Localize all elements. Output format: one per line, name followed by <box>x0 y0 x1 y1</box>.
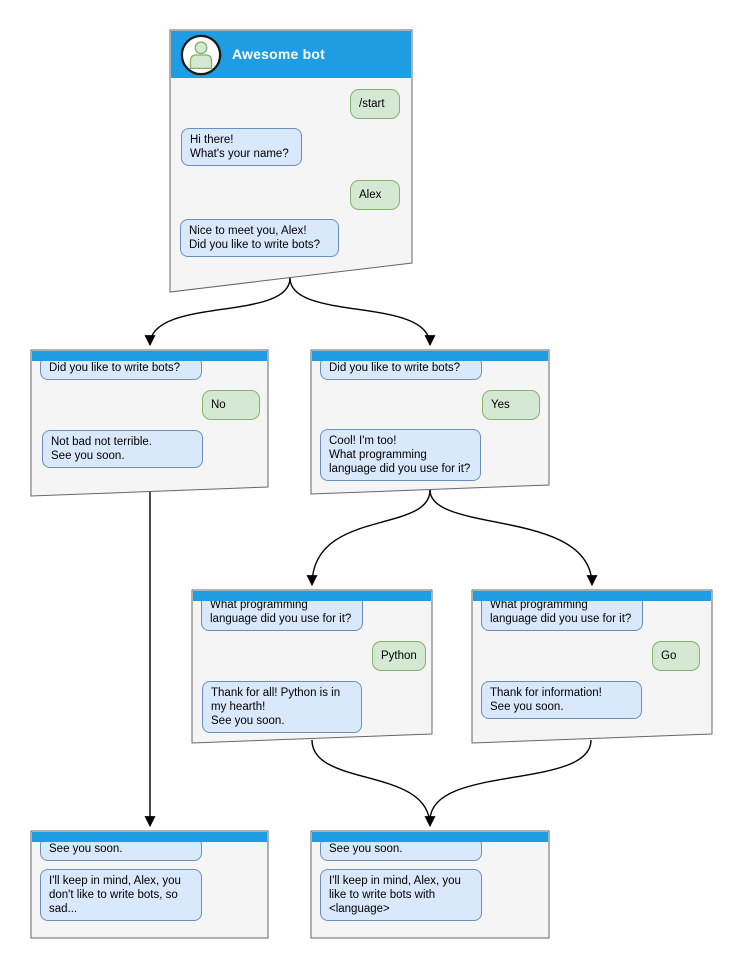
arrow-yes-to-go <box>429 489 598 587</box>
arrow-yes-to-python <box>306 489 431 587</box>
titlebar-end-yes <box>312 832 548 842</box>
bot-message-bubble: Hi there! What's your name? <box>181 128 302 166</box>
titlebar-end-no <box>32 832 267 842</box>
arrow-go-to-end <box>429 739 592 821</box>
bot-message-bubble: Cool! I'm too! What programming language… <box>320 429 481 481</box>
titlebar-branch-no <box>32 351 267 361</box>
user-message-bubble: No <box>202 390 260 420</box>
arrow-root-to-no <box>144 277 291 347</box>
bot-title: Awesome bot <box>232 46 325 62</box>
bot-message-bubble: Thank for information! See you soon. <box>481 681 642 719</box>
bot-message-bubble: Thank for all! Python is in my hearth! S… <box>202 681 362 733</box>
arrow-root-to-yes <box>289 277 436 347</box>
user-message-bubble: /start <box>350 89 400 119</box>
user-message-bubble: Go <box>652 641 700 671</box>
user-message-bubble: Alex <box>350 180 400 210</box>
titlebar-branch-python <box>193 591 431 601</box>
titlebar-branch-go <box>473 591 711 601</box>
bot-message-bubble: Nice to meet you, Alex! Did you like to … <box>180 219 339 257</box>
titlebar-branch-yes <box>312 351 548 361</box>
bot-message-bubble: I'll keep in mind, Alex, you don't like … <box>40 869 202 921</box>
arrow-python-to-end <box>311 739 436 828</box>
flow-arrows <box>144 277 598 828</box>
bot-message-bubble: I'll keep in mind, Alex, you like to wri… <box>320 869 482 921</box>
bot-avatar person-icon <box>180 34 222 76</box>
user-message-bubble: Python <box>372 641 426 671</box>
bot-message-bubble: Not bad not terrible. See you soon. <box>42 430 203 468</box>
titlebar-awesome-bot: Awesome bot <box>171 31 411 78</box>
user-message-bubble: Yes <box>482 390 540 420</box>
